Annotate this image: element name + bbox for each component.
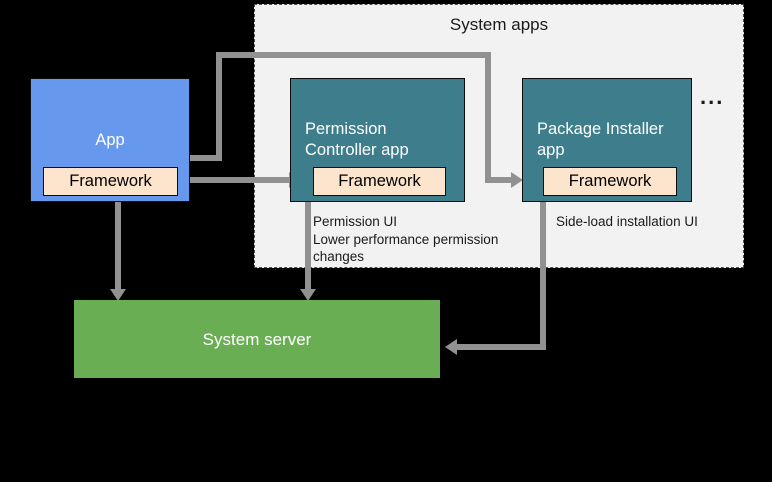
edge-app-to-pkginstaller-stub [190, 155, 222, 161]
edge-app-to-permctrl-line [168, 177, 291, 183]
edge-app-to-sysserver-arrowhead [110, 289, 126, 301]
edge-pkginstaller-to-sysserver-run [457, 344, 546, 350]
edge-pkginstaller-to-sysserver-drop [540, 202, 546, 350]
node-app-label: App [95, 131, 125, 149]
edge-permctrl-to-sysserver-line [305, 202, 311, 290]
edge-app-to-pkginstaller-arrowhead [511, 172, 523, 188]
node-app-framework[interactable]: Framework [43, 167, 178, 196]
node-app[interactable]: App Framework [30, 78, 190, 202]
edge-app-to-pkginstaller-entry [485, 177, 513, 183]
node-system-server[interactable]: System server [74, 300, 440, 378]
package-installer-caption: Side-load installation UI [556, 214, 698, 229]
node-package-installer-app[interactable]: Package Installer app Framework [522, 78, 692, 202]
more-apps-ellipsis: ... [700, 84, 725, 109]
node-system-server-label: System server [202, 330, 312, 349]
node-package-installer-app-label: Package Installer app [537, 120, 664, 159]
node-permission-controller-app-label: Permission Controller app [305, 120, 409, 159]
permission-controller-caption: Permission UI Lower performance permissi… [313, 214, 499, 264]
edge-app-to-sysserver-line [115, 202, 121, 290]
node-package-installer-framework[interactable]: Framework [543, 167, 677, 196]
edge-app-to-pkginstaller-top-run [216, 52, 491, 58]
edge-pkginstaller-to-sysserver-arrowhead [445, 339, 457, 355]
node-permission-controller-framework[interactable]: Framework [313, 167, 446, 196]
edge-app-to-pkginstaller-riser [216, 52, 222, 161]
edge-app-to-pkginstaller-drop [485, 52, 491, 183]
edge-permctrl-to-sysserver-arrowhead [300, 289, 316, 301]
node-permission-controller-app[interactable]: Permission Controller app Framework [290, 78, 465, 202]
system-apps-label: System apps [449, 15, 549, 34]
